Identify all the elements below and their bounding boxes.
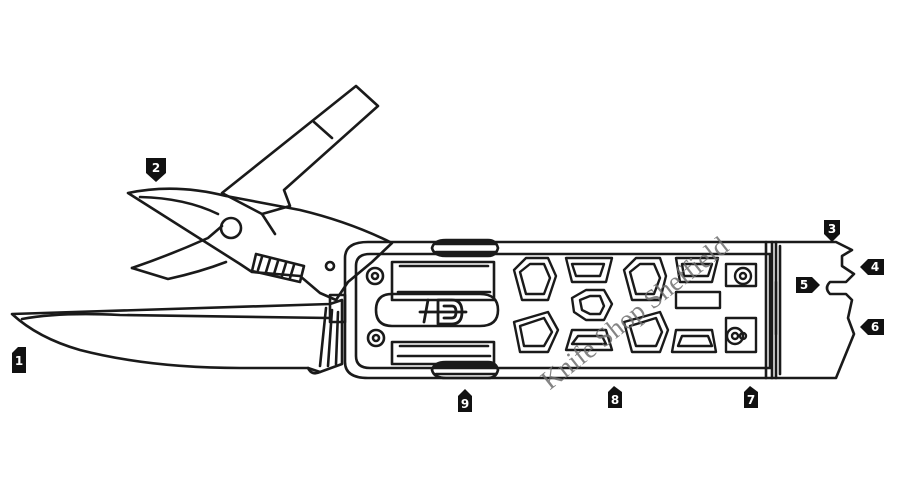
callout-5-label: 5 [800,278,808,292]
callout-9-label: 9 [461,397,469,411]
driver-arm [220,84,380,236]
callout-6: 6 [860,319,884,335]
callout-4: 4 [860,259,884,275]
end-tool-drawing [764,240,856,380]
callouts: 1 2 3 4 5 6 7 8 [12,158,884,412]
callout-5: 5 [796,277,820,293]
callout-4-label: 4 [871,260,879,274]
scissors-drawing [126,187,394,302]
callout-2: 2 [146,158,166,182]
callout-3-label: 3 [828,222,836,236]
callout-1-label: 1 [15,354,23,368]
callout-3: 3 [824,220,840,242]
callout-7-label: 7 [747,393,755,407]
brand-logo-icon [418,298,468,326]
callout-6-label: 6 [871,320,879,334]
blade-drawing [10,298,344,375]
callout-8: 8 [608,386,622,408]
grip-pattern [512,256,758,354]
callout-9: 9 [458,389,472,412]
callout-7: 7 [744,386,758,408]
handle-drawing [328,238,778,380]
callout-8-label: 8 [611,393,619,407]
callout-2-label: 2 [152,161,160,175]
callout-1: 1 [12,347,26,373]
